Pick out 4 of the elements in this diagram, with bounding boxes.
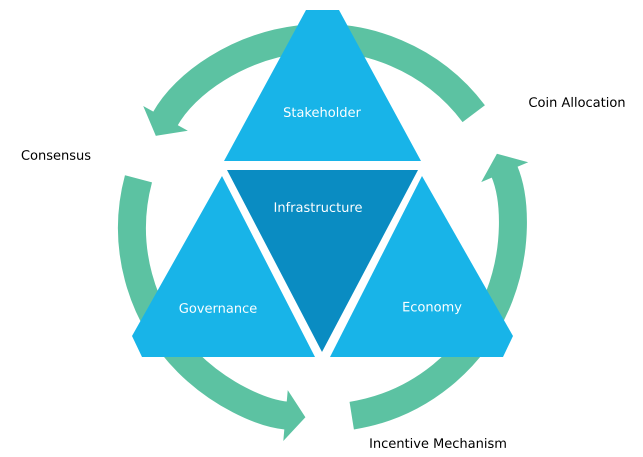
label: Consensus xyxy=(22,150,90,160)
label: Coin Allocation xyxy=(529,96,624,108)
triangle: Stakeholder xyxy=(224,10,421,161)
label: Incentive Mechanism xyxy=(370,438,506,448)
